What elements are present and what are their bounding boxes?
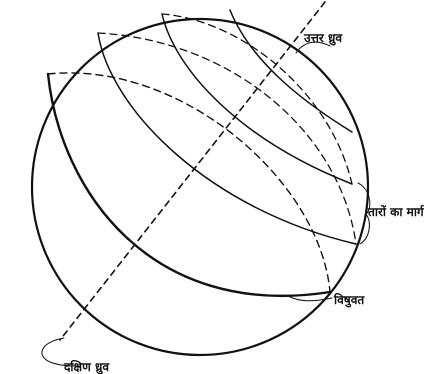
- equator-back: [47, 72, 331, 293]
- sphere-outline: [30, 17, 370, 357]
- star-path-1-front: [161, 13, 353, 185]
- north-pole-label: उत्तर ध्रुव: [303, 31, 343, 46]
- equator-leader: [287, 295, 333, 302]
- star-path-2-front: [97, 32, 357, 245]
- south-pole-label: दक्षिण ध्रुव: [63, 360, 110, 374]
- equator-front: [46, 72, 332, 298]
- star-path-3-front: [229, 9, 353, 133]
- star-path-1-back: [161, 13, 353, 185]
- north-pole-leader: [295, 41, 331, 54]
- equator-label: विषुवत: [333, 293, 365, 308]
- polar-axis: [59, 1, 326, 341]
- star-path-2-back: [97, 32, 357, 245]
- south-pole-leader: [41, 337, 81, 367]
- star-paths-leader: [357, 182, 371, 245]
- star-paths-label: तारों का मार्ग: [367, 205, 425, 219]
